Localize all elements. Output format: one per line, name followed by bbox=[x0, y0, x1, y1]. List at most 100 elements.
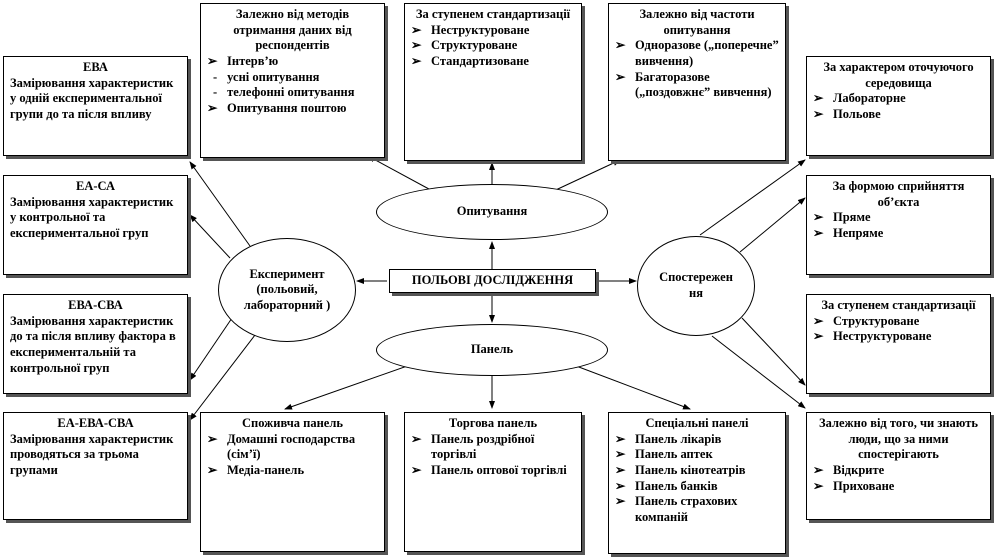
arrow-bullet-icon: ➢ bbox=[411, 53, 422, 68]
arrow-bullet-icon: ➢ bbox=[813, 106, 824, 121]
ellipse-experiment-label: Експеримент (польовий, лабораторний ) bbox=[243, 266, 331, 312]
box-ea-sa-title: ЕА-СА bbox=[76, 179, 115, 193]
box-standard-survey: За ступенем стандартизації ➢Неструктуров… bbox=[404, 3, 582, 161]
center-label: ПОЛЬОВІ ДОСЛІДЖЕННЯ bbox=[411, 273, 574, 288]
list-item: ➢Опитування поштою bbox=[207, 100, 347, 115]
ellipse-experiment: Експеримент (польовий, лабораторний ) bbox=[218, 238, 356, 342]
arrow-bullet-icon: ➢ bbox=[411, 38, 422, 53]
list-item: ➢Багаторазове („поздовжнє” вивчення) bbox=[615, 69, 772, 100]
ellipse-panel: Панель bbox=[376, 324, 608, 376]
arrow-bullet-icon: ➢ bbox=[615, 478, 626, 493]
arrow-bullet-icon: ➢ bbox=[813, 329, 824, 344]
box-eva-sva-title: ЕВА-СВА bbox=[68, 298, 123, 312]
box-standard-survey-title: За ступенем стандартизації bbox=[415, 7, 571, 21]
arrow-exp-easa bbox=[189, 214, 231, 259]
arrow-bullet-icon: ➢ bbox=[411, 431, 422, 446]
list-item: ➢Панель аптек bbox=[615, 447, 713, 462]
list-item: ➢Структуроване bbox=[813, 313, 920, 328]
ellipse-survey: Опитування bbox=[376, 184, 608, 240]
list-item: ➢Панель оптової торгівлі bbox=[411, 462, 567, 477]
list-item: ➢Неструктуроване bbox=[411, 22, 530, 37]
arrow-obs-environment bbox=[699, 159, 806, 236]
box-methods-title: Залежно від методів отримання даних від … bbox=[233, 7, 352, 53]
arrow-bullet-icon: ➢ bbox=[615, 38, 626, 53]
list-item: ➢Структуроване bbox=[411, 38, 518, 53]
ellipse-panel-label: Панель bbox=[470, 342, 514, 357]
box-ea-eva-sva: ЕА-ЕВА-СВА Замірювання характеристик про… bbox=[3, 412, 188, 520]
ellipse-survey-label: Опитування bbox=[456, 204, 528, 219]
box-ea-eva-sva-title: ЕА-ЕВА-СВА bbox=[57, 416, 134, 430]
box-frequency: Залежно від частоти опитування ➢Одноразо… bbox=[608, 3, 786, 161]
box-special-panels: Спеціальні панелі ➢Панель лікарів ➢Панел… bbox=[608, 412, 786, 554]
arrow-bullet-icon: ➢ bbox=[615, 494, 626, 509]
arrow-bullet-icon: ➢ bbox=[813, 313, 824, 328]
box-frequency-title: Залежно від частоти опитування bbox=[639, 7, 755, 37]
arrow-bullet-icon: ➢ bbox=[813, 478, 824, 493]
arrow-bullet-icon: ➢ bbox=[813, 91, 824, 106]
box-environment-title: За характером оточуючого середовища bbox=[823, 60, 974, 90]
list-item: ➢Панель лікарів bbox=[615, 431, 722, 446]
list-item: ➢Непряме bbox=[813, 225, 884, 240]
list-item: ➢Інтерв’ю bbox=[207, 53, 279, 68]
box-special-title: Спеціальні панелі bbox=[645, 416, 749, 430]
list-item: ➢Медіа-панель bbox=[207, 462, 305, 477]
arrow-obs-standard bbox=[741, 317, 806, 386]
list-item: ➢Стандартизоване bbox=[411, 53, 529, 68]
box-ea-sa-text: Замірювання характеристик у контрольної … bbox=[10, 194, 174, 240]
box-consumer-panel: Споживча панель ➢Домашні господарства (с… bbox=[200, 412, 385, 552]
box-standard-obs-title: За ступенем стандартизації bbox=[821, 298, 976, 312]
list-item: ➢Польове bbox=[813, 106, 881, 121]
arrow-bullet-icon: ➢ bbox=[207, 100, 218, 115]
list-item: ➢Приховане bbox=[813, 478, 895, 493]
box-trade-panel: Торгова панель ➢Панель роздрібної торгів… bbox=[404, 412, 582, 552]
list-item: ➢Панель кінотеатрів bbox=[615, 462, 746, 477]
arrow-exp-evasva bbox=[189, 317, 233, 381]
box-eva: ЕВА Замірювання характеристик у одній ек… bbox=[3, 56, 188, 156]
arrow-bullet-icon: ➢ bbox=[615, 447, 626, 462]
box-eva-sva-text: Замірювання характеристик до та після вп… bbox=[10, 313, 176, 375]
arrow-obs-awareness bbox=[711, 335, 806, 409]
arrow-exp-eva bbox=[189, 161, 251, 247]
arrow-bullet-icon: ➢ bbox=[411, 22, 422, 37]
list-subitem: -телефонні опитування bbox=[213, 85, 355, 100]
list-item: ➢Одноразове („поперечне” вивчення) bbox=[615, 38, 779, 68]
box-ea-eva-sva-text: Замірювання характеристик проводяться за… bbox=[10, 431, 174, 477]
box-eva-text: Замірювання характеристик у одній експер… bbox=[10, 75, 174, 121]
list-item: ➢Неструктуроване bbox=[813, 329, 932, 344]
box-perception: За формою сприйняття об’єкта ➢Пряме ➢Неп… bbox=[806, 175, 991, 275]
ellipse-observation-label: Спостережен ня bbox=[659, 270, 733, 300]
box-perception-title: За формою сприйняття об’єкта bbox=[832, 179, 965, 209]
box-eva-title: ЕВА bbox=[83, 60, 108, 74]
arrow-bullet-icon: ➢ bbox=[207, 431, 218, 446]
box-trade-title: Торгова панель bbox=[448, 416, 538, 430]
arrow-bullet-icon: ➢ bbox=[813, 462, 824, 477]
list-subitem: -усні опитування bbox=[213, 69, 320, 84]
arrow-bullet-icon: ➢ bbox=[207, 462, 218, 477]
arrow-bullet-icon: ➢ bbox=[411, 462, 422, 477]
list-item: ➢Панель роздрібної торгівлі bbox=[411, 431, 535, 462]
box-methods: Залежно від методів отримання даних від … bbox=[200, 3, 385, 158]
arrow-bullet-icon: ➢ bbox=[615, 69, 626, 84]
arrow-bullet-icon: ➢ bbox=[813, 210, 824, 225]
list-item: ➢Пряме bbox=[813, 210, 871, 225]
arrow-obs-perception bbox=[739, 197, 806, 253]
arrow-exp-eaevasva bbox=[189, 334, 256, 421]
arrow-bullet-icon: ➢ bbox=[207, 53, 218, 68]
list-item: ➢Панель банків bbox=[615, 478, 718, 493]
box-awareness: Залежно від того, чи знають люди, що за … bbox=[806, 412, 991, 520]
box-eva-sva: ЕВА-СВА Замірювання характеристик до та … bbox=[3, 294, 188, 394]
box-awareness-title: Залежно від того, чи знають люди, що за … bbox=[819, 416, 978, 462]
box-standard-obs: За ступенем стандартизації ➢Структурован… bbox=[806, 294, 991, 394]
list-item: ➢Відкрите bbox=[813, 462, 885, 477]
box-environment: За характером оточуючого середовища ➢Лаб… bbox=[806, 56, 991, 156]
box-ea-sa: ЕА-СА Замірювання характеристик у контро… bbox=[3, 175, 188, 275]
center-box: ПОЛЬОВІ ДОСЛІДЖЕННЯ bbox=[389, 269, 596, 293]
arrow-bullet-icon: ➢ bbox=[813, 225, 824, 240]
list-item: ➢Лабораторне bbox=[813, 91, 906, 106]
ellipse-observation: Спостережен ня bbox=[637, 236, 755, 336]
arrow-bullet-icon: ➢ bbox=[615, 431, 626, 446]
list-item: ➢Панель страхових компаній bbox=[615, 494, 738, 524]
arrow-bullet-icon: ➢ bbox=[615, 462, 626, 477]
